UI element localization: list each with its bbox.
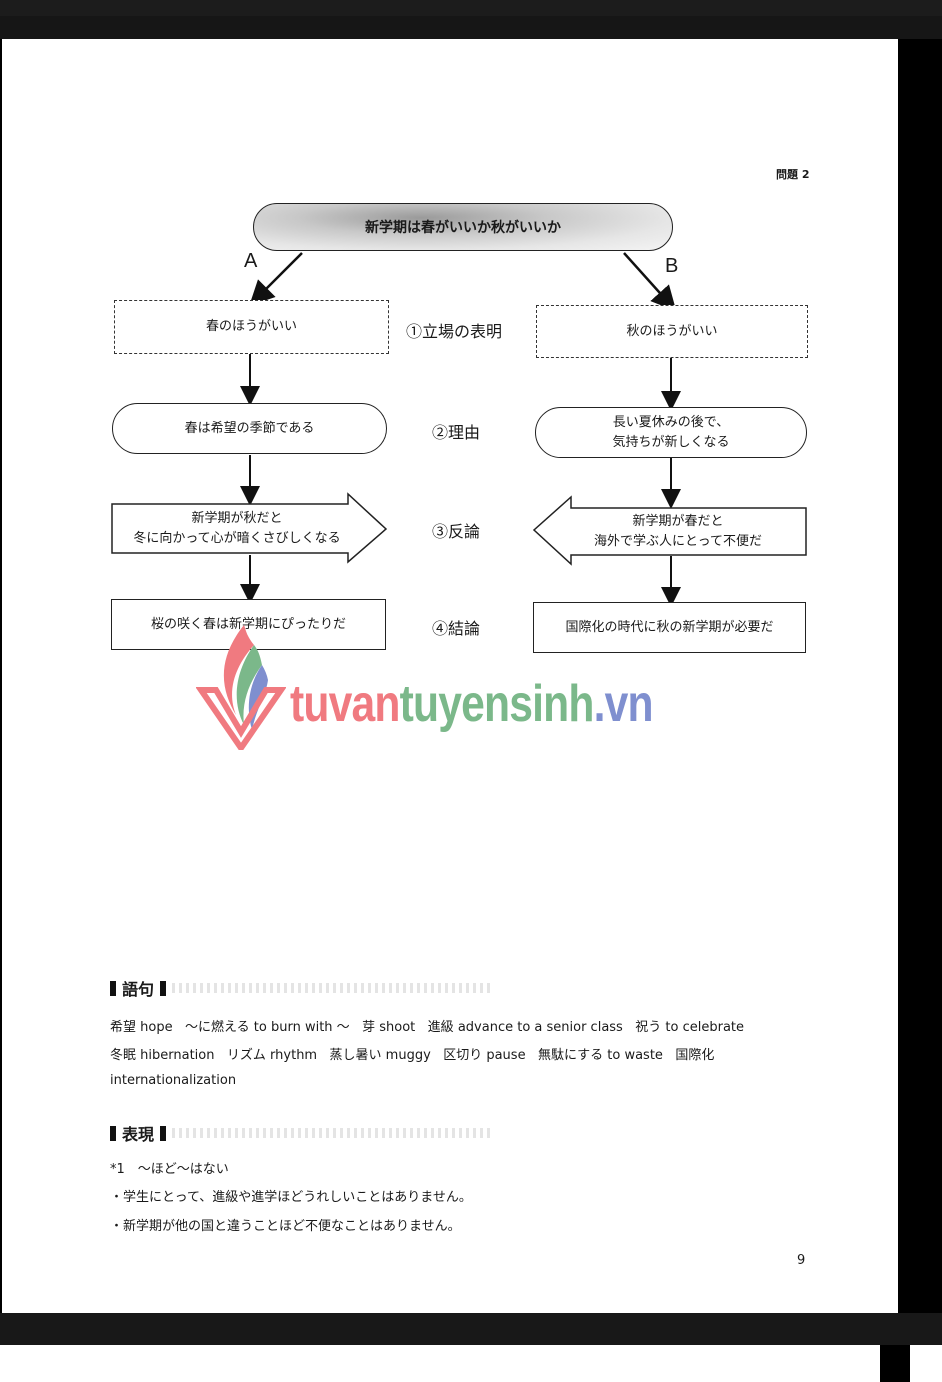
problem-label: 問題 2: [776, 168, 810, 181]
a-position-box: 春のほうがいい: [114, 300, 389, 354]
scan-shadow-right: [898, 39, 942, 1313]
b-position-box: 秋のほうがいい: [536, 305, 808, 358]
vocab-line-1: 希望 hope ～に燃える to burn with ～ 芽 shoot 進級 …: [110, 1020, 745, 1035]
a-position-text: 春のほうがいい: [205, 319, 297, 334]
a-rebuttal-arrow: 新学期が秋だと 冬に向かって心が暗くさびしくなる: [112, 505, 362, 553]
a-reason-text: 春は希望の季節である: [184, 420, 315, 436]
scan-noise: [172, 1128, 493, 1138]
branch-b-label: B: [665, 255, 679, 277]
a-rebuttal-line1: 新学期が秋だと: [191, 511, 283, 526]
b-conclusion-box: 国際化の時代に秋の新学期が必要だ: [533, 602, 806, 653]
a-reason-box: 春は希望の季節である: [112, 403, 387, 454]
diagram-title: 新学期は春がいいか秋がいいか: [253, 203, 673, 251]
step-2-label: ②理由: [432, 423, 481, 442]
b-reason-box: 長い夏休みの後で、 気持ちが新しくなる: [535, 407, 807, 458]
b-rebuttal-line1: 新学期が春だと: [632, 514, 724, 529]
watermark-flame-icon: [196, 625, 286, 750]
b-reason-line1: 長い夏休みの後で、: [612, 414, 730, 430]
section-marker-icon: [160, 1125, 167, 1141]
b-reason-line2: 気持ちが新しくなる: [612, 434, 730, 450]
watermark-text: tuvantuyensinh.vn: [290, 675, 654, 733]
section-marker-icon: [160, 980, 167, 996]
a-rebuttal-line2: 冬に向かって心が暗くさびしくなる: [133, 531, 341, 546]
section-marker-icon: [110, 1125, 116, 1141]
step-4-label: ④結論: [432, 619, 481, 638]
a-conclusion-text: 桜の咲く春は新学期にぴったりだ: [150, 616, 346, 632]
scan-noise: [172, 983, 493, 993]
viewer-toolbar-strip: [0, 16, 942, 39]
vocab-line-2: 冬眠 hibernation リズム rhythm 蒸し暑い muggy 区切り…: [110, 1048, 715, 1063]
vocabulary-header: 語句: [110, 976, 493, 1000]
expression-example-1: ・学生にとって、進級や進学ほどうれしいことはありません。: [110, 1190, 472, 1205]
step-3-label: ③反論: [432, 522, 481, 541]
page-number: 9: [797, 1253, 806, 1268]
scan-shadow-bottom: [880, 1345, 910, 1382]
document-page: [0, 39, 942, 1313]
viewer-bottom-bar: [0, 1313, 942, 1345]
b-position-text: 秋のほうがいい: [626, 323, 718, 339]
expressions-header: 表現: [110, 1121, 493, 1145]
expression-example-2: ・新学期が他の国と違うことほど不便なことはありません。: [110, 1219, 461, 1234]
b-rebuttal-arrow: 新学期が春だと 海外で学ぶ人にとって不便だ: [560, 508, 796, 556]
page-edge: [0, 39, 2, 1313]
section-marker-icon: [110, 980, 116, 996]
b-rebuttal-line2: 海外で学ぶ人にとって不便だ: [594, 534, 762, 549]
viewer-top-bar: [0, 0, 942, 16]
b-conclusion-text: 国際化の時代に秋の新学期が必要だ: [565, 619, 774, 635]
vocab-line-3: internationalization: [110, 1073, 237, 1088]
step-1-label: ①立場の表明: [406, 322, 503, 341]
branch-a-label: A: [244, 250, 258, 272]
expression-title: *1 ～ほど～はない: [110, 1162, 229, 1177]
next-page-strip: [0, 1345, 942, 1382]
diagram-connectors: [111, 252, 807, 607]
